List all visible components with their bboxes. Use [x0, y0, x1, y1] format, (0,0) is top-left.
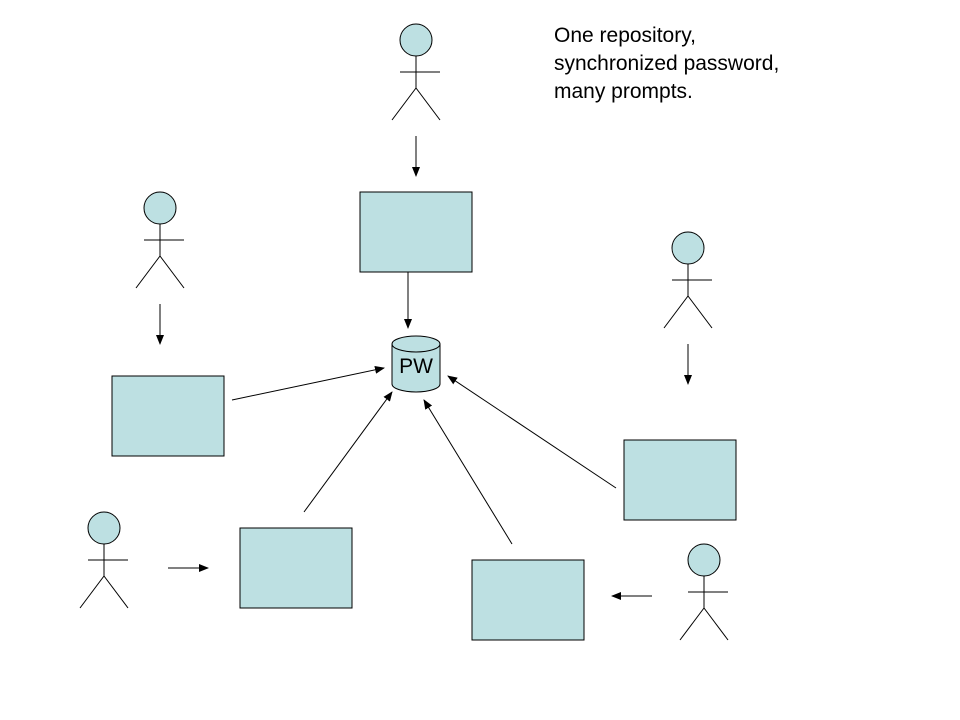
caption-line: One repository,: [554, 24, 697, 47]
arrow-icon: [303, 391, 393, 513]
database-cylinder-icon: PW: [391, 335, 441, 393]
client-box-right: [623, 439, 737, 521]
stick-figure-icon: [79, 511, 129, 609]
stick-figure-icon: [663, 231, 713, 329]
caption-line: many prompts.: [554, 80, 693, 103]
caption-line: synchronized password,: [554, 52, 780, 75]
stick-figure-icon: [135, 191, 185, 289]
arrow-icon: [447, 375, 617, 489]
repository-label: PW: [399, 355, 433, 378]
stick-figure-icon: [679, 543, 729, 641]
client-box-top: [359, 191, 473, 273]
client-box-left: [111, 375, 225, 457]
diagram-caption: One repository, synchronized password, m…: [554, 22, 779, 106]
stick-figure-icon: [391, 23, 441, 121]
client-box-bottom-right: [471, 559, 585, 641]
arrow-icon: [231, 365, 385, 401]
client-box-bottom-left: [239, 527, 353, 609]
arrow-icon: [423, 399, 513, 545]
